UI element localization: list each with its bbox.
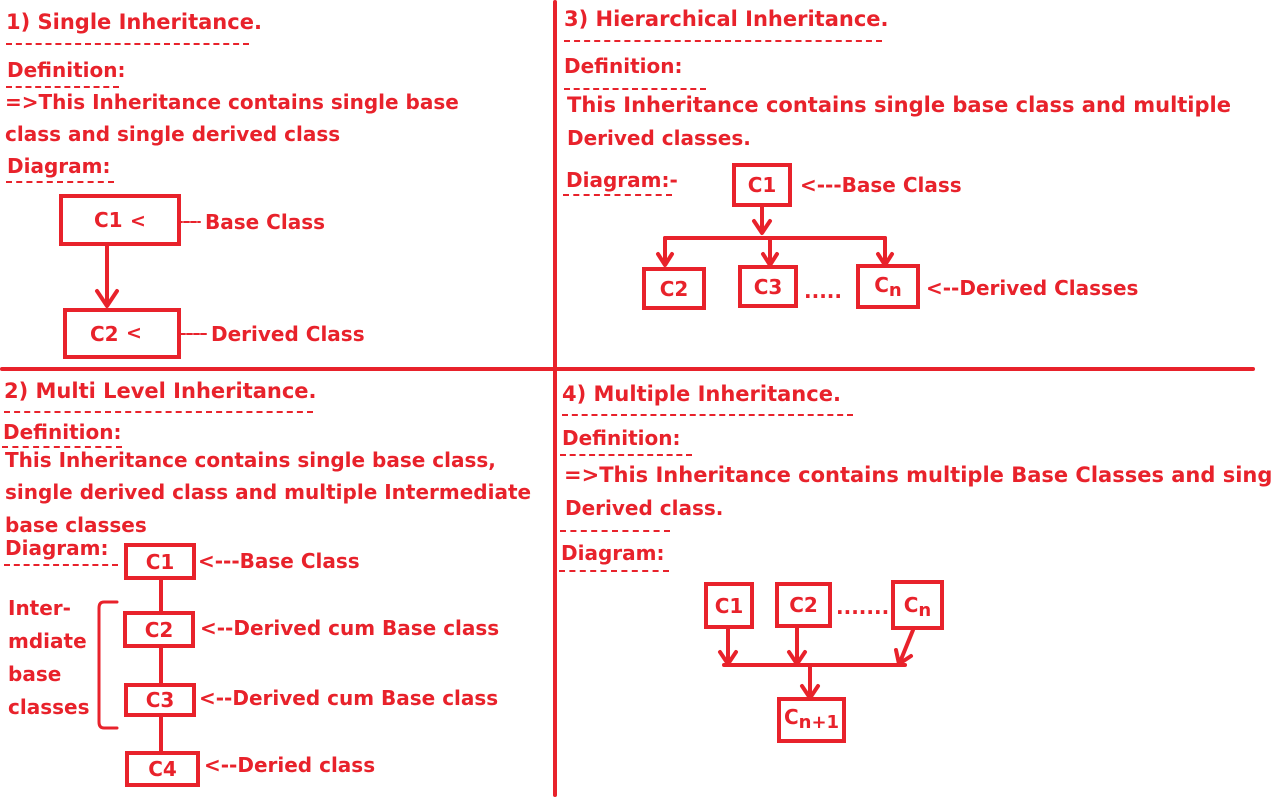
q2-diagram-underline: [4, 564, 118, 566]
q4-class-result-subscript: n+1: [798, 712, 840, 733]
q2-class-c3: C3: [124, 683, 196, 717]
q3-arrow-cn: [876, 236, 894, 267]
q2-side-line2: mdiate: [8, 629, 87, 653]
q4-class-cn-subscript: n: [918, 600, 932, 621]
q4-definition-label: Definition:: [562, 426, 681, 450]
q2-label-c3: <--Derived cum Base class: [199, 686, 499, 710]
q4-diagram-label: Diagram:: [561, 541, 665, 565]
q1-arrow-mark-base: <: [130, 210, 146, 232]
q2-label-c2: <--Derived cum Base class: [200, 616, 500, 640]
q2-side-bracket: [97, 600, 119, 730]
q3-class-c2-label: C2: [659, 276, 689, 301]
q4-separator: [560, 530, 670, 532]
q1-class-c2: C2: [63, 308, 181, 359]
q3-class-c1-label: C1: [747, 173, 777, 197]
q2-label-c4: <--Deried class: [204, 753, 376, 777]
q2-side-line3: base: [8, 662, 62, 686]
q4-title: 4) Multiple Inheritance.: [562, 382, 841, 406]
q2-text-line2: single derived class and multiple Interm…: [5, 480, 532, 504]
q2-title-underline: [4, 411, 313, 413]
q2-label-c1: <---Base Class: [198, 549, 360, 573]
q3-class-c3-label: C3: [753, 274, 783, 299]
q4-arrow-cn: [894, 628, 915, 666]
q1-definition-underline: [6, 86, 119, 88]
q3-definition-label: Definition:: [564, 54, 683, 78]
q2-side-line4: classes: [8, 695, 90, 719]
q3-definition-underline: [564, 88, 706, 90]
q2-definition-underline: [2, 446, 122, 448]
q3-diagram-label: Diagram:-: [566, 168, 678, 192]
q1-label-base-class: Base Class: [205, 210, 326, 234]
q2-class-c2-label: C2: [144, 617, 174, 642]
q1-title-underline: [6, 43, 249, 45]
q3-label-derived-classes: <--Derived Classes: [926, 276, 1139, 300]
q2-definition-label: Definition:: [3, 420, 122, 444]
q2-text-line3: base classes: [5, 513, 147, 537]
q3-text-line1: This Inheritance contains single base cl…: [567, 93, 1231, 117]
q2-title: 2) Multi Level Inheritance.: [4, 379, 317, 403]
q3-stem: [752, 204, 772, 235]
q4-text-line1: =>This Inheritance contains multiple Bas…: [564, 463, 1271, 487]
q4-diagram-underline: [559, 570, 669, 572]
q1-label-derived-class: Derived Class: [211, 322, 365, 346]
q4-arrow-c1: [718, 626, 738, 666]
q4-ellipsis: .......: [836, 595, 890, 619]
q3-class-cn-subscript: n: [888, 280, 902, 301]
q4-class-cn-base: C: [903, 593, 919, 617]
q3-ellipsis: .....: [804, 279, 842, 303]
q3-class-cn-base: C: [874, 273, 889, 297]
q3-class-c1: C1: [732, 163, 792, 207]
q2-diagram-label: Diagram:: [5, 536, 109, 560]
q1-definition-label: Definition:: [7, 58, 126, 82]
q3-text-line2: Derived classes.: [567, 126, 751, 150]
q1-text-line1: =>This Inheritance contains single base: [5, 90, 459, 114]
q2-class-c2: C2: [123, 611, 195, 648]
q2-class-c4-label: C4: [148, 757, 177, 781]
q3-arrow-c2: [656, 236, 674, 267]
q3-class-c3: C3: [738, 265, 798, 308]
q2-text-line1: This Inheritance contains single base cl…: [5, 448, 496, 472]
q3-title-underline: [564, 40, 882, 42]
q2-class-c3-label: C3: [145, 688, 175, 712]
q1-class-c1: C1: [59, 194, 181, 246]
q4-class-c2: C2: [775, 582, 832, 628]
q2-class-c4: C4: [125, 751, 200, 787]
q2-side-line1: Inter-: [8, 596, 71, 620]
q4-class-c2-label: C2: [789, 593, 818, 617]
q1-diagram-label: Diagram:: [7, 154, 111, 178]
q4-title-underline: [562, 414, 853, 416]
q3-label-base-class: <---Base Class: [800, 173, 962, 197]
q1-text-line2: class and single derived class: [5, 122, 341, 146]
q4-text-line2: Derived class.: [565, 496, 724, 520]
q1-class-c1-label: C1: [94, 208, 123, 232]
q4-class-result-base: C: [783, 705, 799, 729]
q1-title: 1) Single Inheritance.: [6, 10, 262, 34]
q1-class-c2-label: C2: [90, 321, 119, 346]
q4-arrow-c2: [787, 625, 807, 666]
q1-arrow-c1-c2: [95, 244, 119, 308]
q2-class-c1-label: C1: [145, 549, 175, 574]
q3-arrow-c3: [761, 236, 779, 267]
q4-arrow-result: [800, 663, 820, 700]
q3-diagram-underline: [563, 194, 672, 196]
q4-class-c1-label: C1: [714, 593, 744, 618]
q1-diagram-underline: [6, 181, 114, 183]
q3-class-c2: C2: [642, 267, 706, 310]
q4-definition-underline: [560, 454, 692, 456]
q4-class-c1: C1: [704, 582, 754, 629]
q1-arrow-mark-derived: <: [126, 322, 142, 344]
q2-class-c1: C1: [124, 543, 196, 580]
q3-title: 3) Hierarchical Inheritance.: [564, 7, 889, 31]
